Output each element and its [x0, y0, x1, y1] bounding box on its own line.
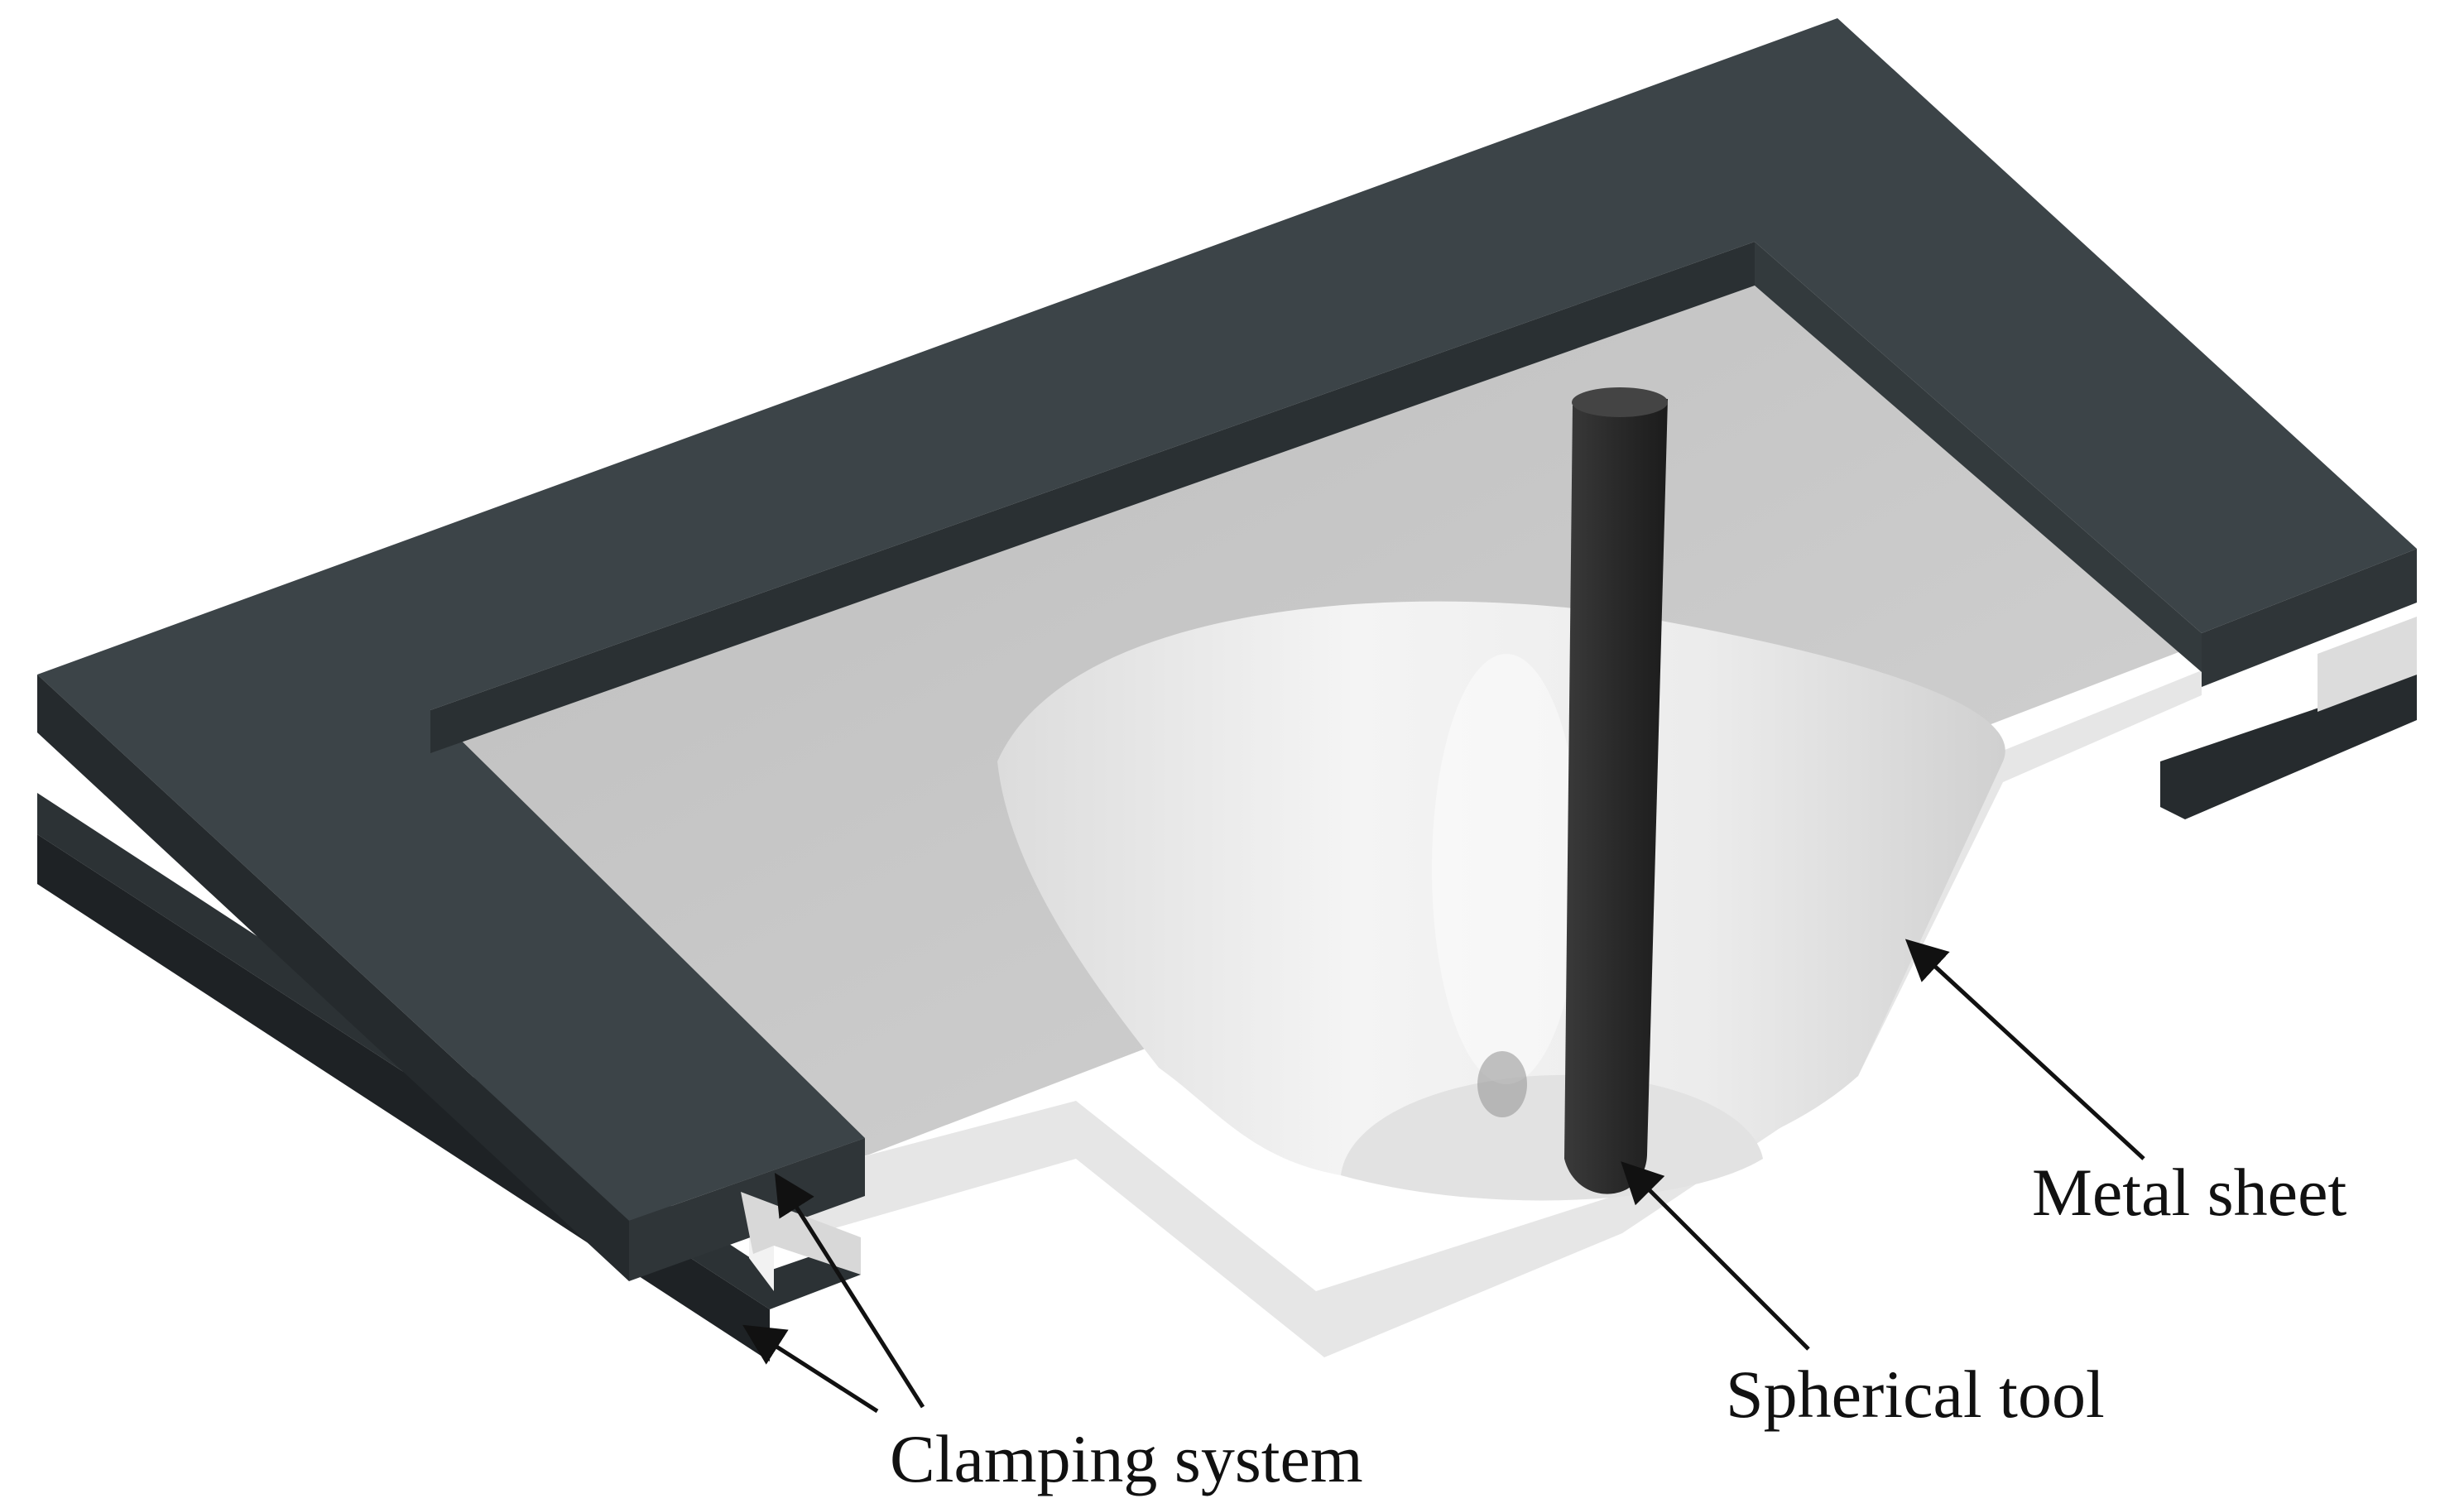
formed-cone	[997, 601, 2005, 1201]
upper-clamp-plate	[37, 18, 2417, 1281]
upper-clamp-front-left	[37, 675, 629, 1281]
arrow-clamping-lower	[742, 1324, 879, 1414]
tool-shadow	[1477, 1051, 1527, 1117]
cone-wall	[997, 601, 2005, 1189]
clamp-gap-right	[2318, 617, 2417, 712]
label-metal-sheet: Metal sheet	[2032, 1155, 2346, 1230]
tool-shank	[1564, 399, 1668, 1194]
clamp-gap-left	[741, 1192, 861, 1275]
label-clamping-system: Clamping system	[890, 1421, 1363, 1496]
arrow-spherical-tool	[1621, 1161, 1810, 1351]
upper-clamp-inner-right	[1755, 242, 2202, 672]
arrow-metal-sheet	[1904, 939, 2145, 1160]
upper-clamp-inner-back	[430, 242, 1755, 753]
upper-clamp-front-right	[2202, 549, 2417, 687]
metal-sheet-cut-edge	[728, 670, 2202, 1357]
arrow-clamping-upper	[774, 1172, 925, 1409]
arrows	[742, 939, 2145, 1414]
label-spherical-tool: Spherical tool	[1726, 1357, 2105, 1432]
tool-top-face	[1572, 387, 1668, 417]
cone-highlight	[1432, 654, 1581, 1084]
lower-clamp-right	[2160, 675, 2417, 819]
upper-clamp-top	[37, 18, 2417, 1221]
spherical-tool	[1564, 387, 1668, 1194]
